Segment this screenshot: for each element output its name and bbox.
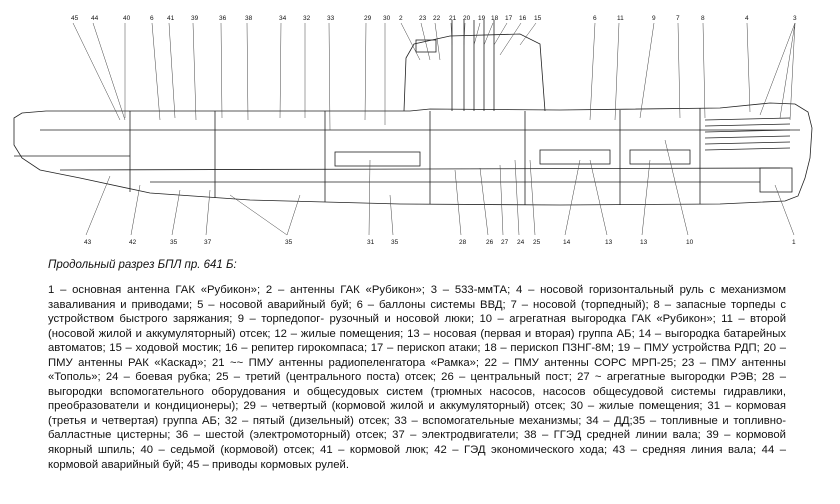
label-13-a: 13 — [605, 239, 613, 246]
label-23: 23 — [419, 15, 427, 22]
label-6: 6 — [150, 15, 154, 22]
battery-group — [539, 149, 611, 165]
label-13-b: 13 — [640, 239, 648, 246]
label-27: 27 — [501, 239, 509, 246]
label-2-top: 2 — [399, 15, 403, 22]
label-24: 24 — [517, 239, 525, 246]
label-25: 25 — [533, 239, 541, 246]
submarine-cross-section-drawing: 45 44 40 6 41 39 36 38 34 32 33 29 30 2 … — [13, 15, 813, 246]
hull-outline — [13, 102, 813, 206]
label-26: 26 — [486, 239, 494, 246]
label-6-b: 6 — [593, 15, 597, 22]
label-1: 1 — [792, 239, 796, 246]
label-19: 19 — [478, 15, 486, 22]
label-21: 21 — [449, 15, 457, 22]
sonar-dome — [759, 167, 793, 193]
label-35-b: 35 — [285, 239, 293, 246]
torpedo-tube — [704, 117, 791, 121]
label-10: 10 — [686, 239, 694, 246]
label-39: 39 — [191, 15, 199, 22]
label-4: 4 — [745, 15, 749, 22]
label-18: 18 — [491, 15, 499, 22]
label-7: 7 — [676, 15, 680, 22]
label-42: 42 — [129, 239, 137, 246]
label-20: 20 — [463, 15, 471, 22]
torpedo-tube — [704, 123, 791, 127]
label-11: 11 — [617, 15, 624, 22]
label-43: 43 — [84, 239, 92, 246]
label-8: 8 — [701, 15, 705, 22]
legend-text: 1 – основная антенна ГАК «Рубикон»; 2 – … — [48, 284, 786, 471]
lower-deck — [59, 167, 781, 171]
sail-outline — [403, 33, 546, 112]
label-31: 31 — [367, 239, 375, 246]
label-15: 15 — [534, 15, 542, 22]
torpedo-tube — [704, 147, 791, 151]
caption-title: Продольный разрез БПЛ пр. 641 Б: — [48, 259, 237, 271]
label-34: 34 — [279, 15, 287, 22]
label-41: 41 — [167, 15, 175, 22]
label-45: 45 — [71, 15, 79, 22]
label-40: 40 — [123, 15, 131, 22]
battery-group — [629, 149, 691, 165]
label-16: 16 — [519, 15, 527, 22]
battery-group — [334, 151, 421, 167]
label-22: 22 — [433, 15, 441, 22]
torpedo-tube — [704, 129, 791, 133]
label-28: 28 — [459, 239, 467, 246]
torpedo-tube — [704, 135, 791, 139]
label-17: 17 — [505, 15, 513, 22]
torpedo-tube — [704, 141, 791, 145]
bridge-top — [415, 39, 437, 53]
label-29: 29 — [364, 15, 372, 22]
label-37: 37 — [204, 239, 212, 246]
label-33: 33 — [327, 15, 335, 22]
label-36: 36 — [219, 15, 227, 22]
label-14: 14 — [563, 239, 571, 246]
label-3: 3 — [793, 15, 797, 22]
label-32: 32 — [303, 15, 311, 22]
label-35-c: 35 — [391, 239, 399, 246]
label-44: 44 — [91, 15, 99, 22]
label-38: 38 — [245, 15, 253, 22]
label-30: 30 — [383, 15, 391, 22]
label-35-a: 35 — [170, 239, 178, 246]
label-9: 9 — [652, 15, 656, 22]
